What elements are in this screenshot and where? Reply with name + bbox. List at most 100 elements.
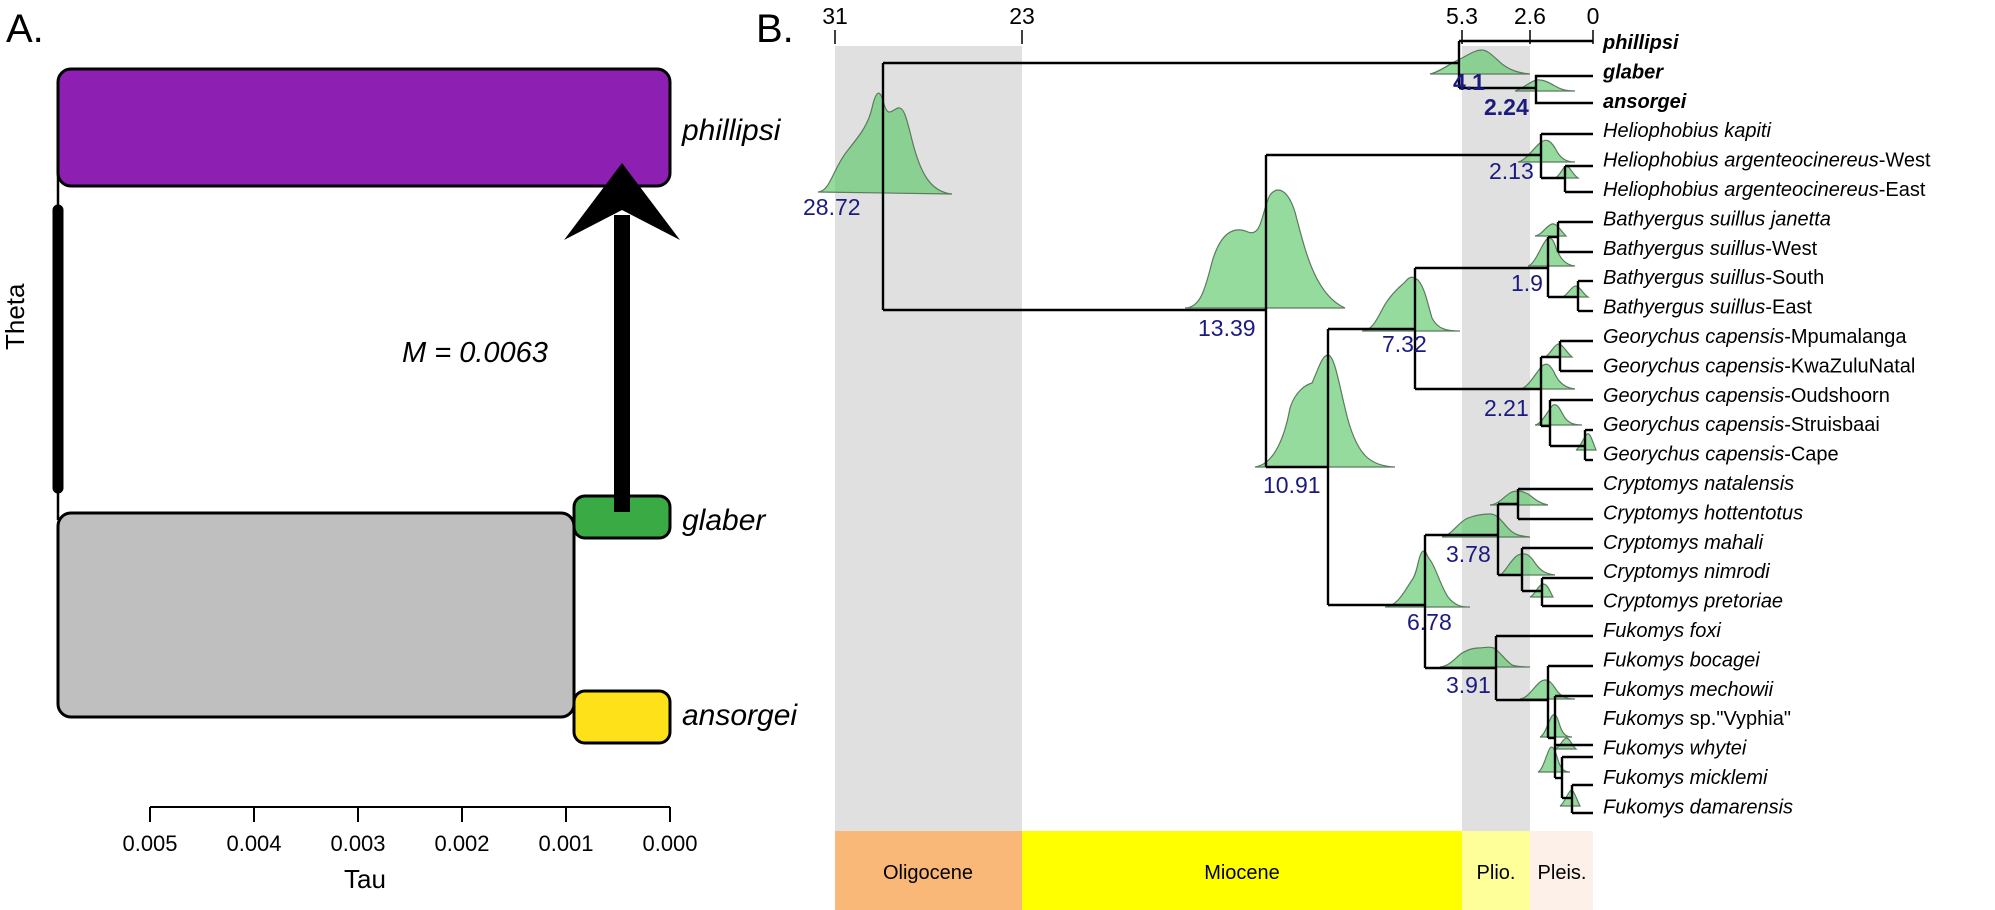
taxon-suffix: -West	[1879, 150, 1931, 172]
taxon-suffix: sp."Vyphia"	[1684, 708, 1791, 730]
tau-tick-label: 0.004	[226, 831, 281, 856]
node-age-label: 28.72	[803, 194, 861, 220]
node-age-label: 2.21	[1484, 395, 1529, 421]
taxon-label: Cryptomys mahali	[1603, 532, 1764, 554]
time-axis-label: 0	[1587, 3, 1600, 29]
taxon-label: Bathyergus suillus janetta	[1603, 208, 1831, 230]
taxon-name: Fukomys mechowii	[1603, 679, 1774, 701]
taxon-label: ansorgei	[1603, 91, 1687, 113]
taxon-label: Cryptomys pretoriae	[1603, 591, 1783, 613]
migration-arrow-head	[564, 163, 680, 240]
taxon-name: Cryptomys pretoriae	[1603, 591, 1783, 613]
taxon-label: phillipsi	[1602, 32, 1679, 54]
theta-axis-label: Theta	[0, 283, 30, 350]
taxon-label: Fukomys micklemi	[1603, 767, 1768, 789]
panel-b-letter: B.	[756, 7, 794, 51]
density-7-32	[1361, 276, 1461, 332]
taxon-name: Heliophobius kapiti	[1603, 120, 1771, 142]
taxon-label: Heliophobius argenteocinereus-West	[1603, 150, 1931, 172]
time-axis-label: 23	[1009, 3, 1035, 29]
taxon-name: glaber	[1602, 61, 1664, 83]
taxon-name: Georychus capensis	[1603, 444, 1784, 466]
time-axis-label: 5.3	[1446, 3, 1478, 29]
taxon-suffix: -Cape	[1784, 444, 1838, 466]
density-geo-osc	[1534, 404, 1583, 426]
taxon-label: Fukomys sp."Vyphia"	[1603, 708, 1791, 730]
ansorgei-label: ansorgei	[682, 699, 798, 732]
taxon-suffix: -South	[1765, 267, 1824, 289]
phylogeny-branches	[881, 39, 1593, 815]
taxon-name: Cryptomys mahali	[1603, 532, 1764, 554]
node-age-label: 10.91	[1263, 472, 1321, 498]
node-age-label: 13.39	[1198, 315, 1256, 341]
taxon-name: Cryptomys hottentotus	[1603, 502, 1803, 524]
node-age-label: 6.78	[1407, 609, 1452, 635]
taxon-label: Fukomys damarensis	[1603, 796, 1793, 818]
taxon-name: Fukomys whytei	[1603, 738, 1747, 760]
density-1-9	[1527, 237, 1576, 267]
taxon-name: Fukomys micklemi	[1603, 767, 1768, 789]
taxon-name: Bathyergus suillus janetta	[1603, 208, 1831, 230]
epoch-label: Pleis.	[1538, 862, 1587, 884]
epoch-label: Miocene	[1204, 862, 1280, 884]
phillipsi-population-box	[56, 67, 672, 188]
epoch-label: Plio.	[1477, 862, 1516, 884]
taxon-label: Georychus capensis-Cape	[1603, 444, 1839, 466]
taxon-suffix: -Struisbaai	[1784, 414, 1880, 436]
taxon-name: Heliophobius argenteocinereus	[1603, 179, 1879, 201]
taxon-name: Cryptomys nimrodi	[1603, 561, 1770, 583]
epoch-label: Oligocene	[883, 862, 973, 884]
node-age-label: 3.91	[1446, 672, 1491, 698]
panel-b: B. 31 23 5.3 2.6 0 Oligocene Mi	[756, 3, 1931, 910]
tau-tick-label: 0.005	[122, 831, 177, 856]
taxon-name: Georychus capensis	[1603, 385, 1784, 407]
taxon-suffix: -East	[1879, 179, 1926, 201]
node-age-label: 2.24	[1484, 94, 1529, 120]
taxon-label: Bathyergus suillus-East	[1603, 297, 1812, 319]
density-helio-ae	[1554, 165, 1580, 179]
epoch-pleistocene	[1530, 831, 1593, 910]
taxon-label: Heliophobius kapiti	[1603, 120, 1771, 142]
taxon-suffix: -West	[1765, 238, 1817, 260]
density-baths-se	[1561, 285, 1591, 298]
taxon-label: Georychus capensis-Mpumalanga	[1603, 326, 1907, 348]
taxon-name: Fukomys foxi	[1603, 620, 1721, 642]
taxon-name: Bathyergus suillus	[1603, 238, 1765, 260]
phillipsi-label: phillipsi	[681, 114, 782, 147]
epoch-miocene	[1022, 831, 1462, 910]
density-geo-mk	[1544, 343, 1574, 358]
taxon-suffix: -KwaZuluNatal	[1784, 355, 1915, 377]
epoch-oligocene	[835, 831, 1022, 910]
density-baths-jw	[1534, 223, 1568, 237]
taxon-label: Fukomys bocagei	[1603, 649, 1760, 671]
node-age-label: 1.9	[1511, 270, 1543, 296]
epoch-pliocene	[1462, 831, 1530, 910]
taxon-label: Georychus capensis-Oudshoorn	[1603, 385, 1890, 407]
glaber-label: glaber	[682, 504, 766, 537]
density-2-21	[1519, 363, 1576, 390]
taxon-label: Fukomys mechowii	[1603, 679, 1774, 701]
taxon-name: Georychus capensis	[1603, 326, 1784, 348]
tau-axis-label: Tau	[344, 864, 386, 894]
taxon-label: glaber	[1602, 61, 1664, 83]
ancestor-population-box	[56, 511, 576, 719]
taxon-label: Cryptomys nimrodi	[1603, 561, 1770, 583]
time-axis-label: 31	[822, 3, 848, 29]
node-age-label: 7.32	[1382, 331, 1427, 357]
taxon-name: Heliophobius argenteocinereus	[1603, 150, 1879, 172]
density-cryptomys-mahali	[1499, 553, 1556, 576]
taxon-name: ansorgei	[1603, 91, 1687, 113]
density-fuk-d	[1554, 737, 1578, 750]
taxon-name: Bathyergus suillus	[1603, 267, 1765, 289]
panel-a-letter: A.	[6, 7, 44, 51]
node-age-label: 4.1	[1453, 69, 1485, 95]
taxon-name: Bathyergus suillus	[1603, 297, 1765, 319]
taxon-name: Fukomys damarensis	[1603, 796, 1793, 818]
taxon-label: Georychus capensis-KwaZuluNatal	[1603, 355, 1915, 377]
density-3-91	[1439, 646, 1531, 668]
taxon-name: phillipsi	[1602, 32, 1679, 54]
density-10-91	[1254, 354, 1396, 468]
